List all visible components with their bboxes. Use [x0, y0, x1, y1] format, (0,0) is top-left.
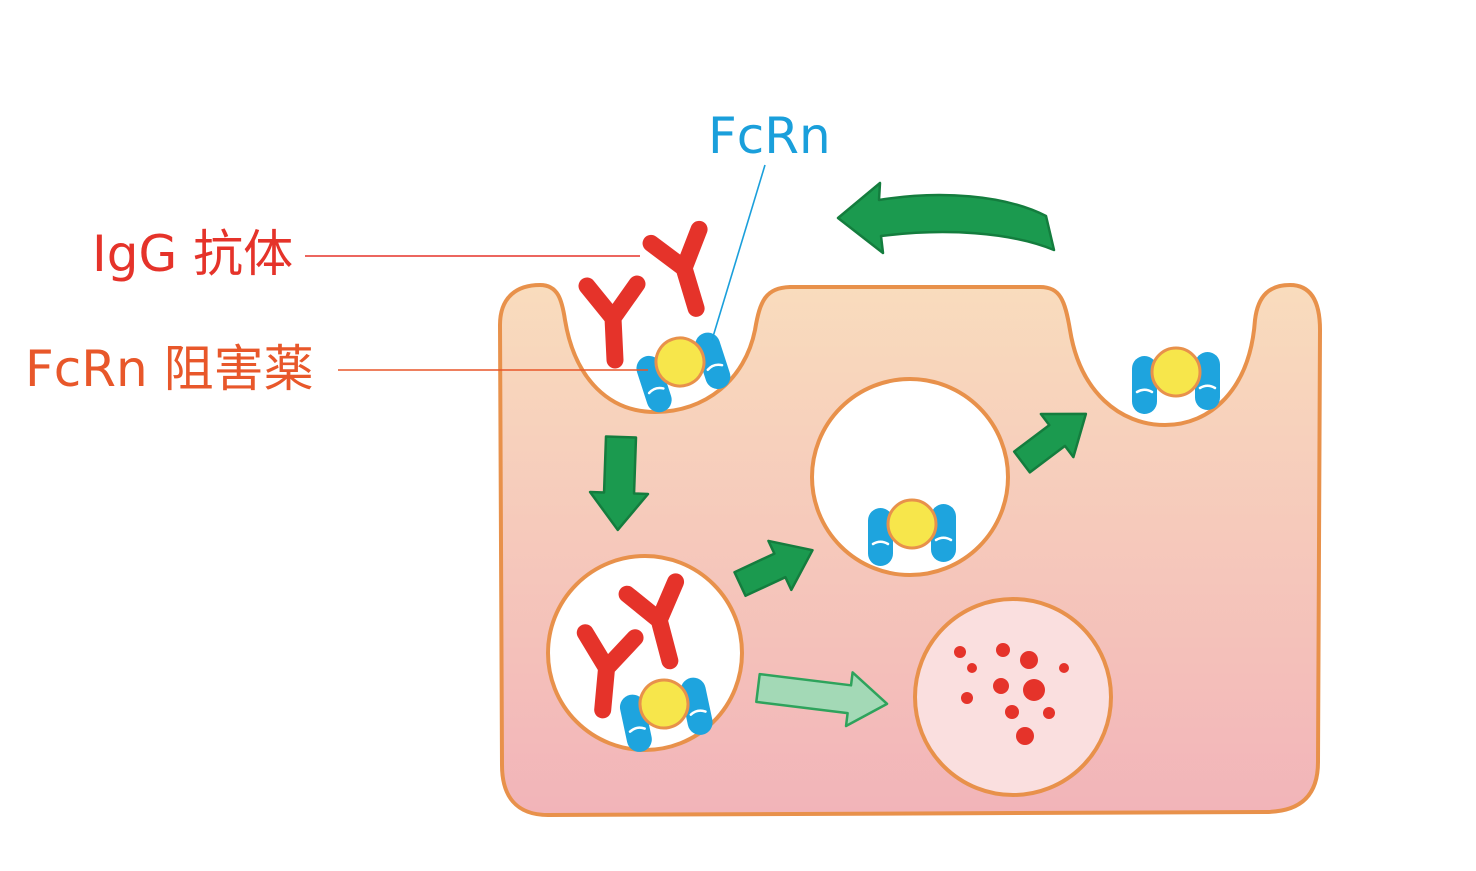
to-surface-arrow-icon — [1012, 412, 1088, 474]
recycle-arrow-icon — [836, 181, 1056, 255]
degraded-antibody-fragments — [954, 643, 1069, 745]
fragment-dot — [961, 692, 973, 704]
igg-antibody-label: IgG 抗体 — [92, 225, 293, 283]
fragment-dot — [1059, 663, 1069, 673]
fragment-dot — [993, 678, 1009, 694]
igg-antibody-icon-1 — [587, 284, 637, 360]
to-lysosome-arrow-icon — [755, 671, 889, 728]
to-recycling-arrow-icon — [733, 539, 814, 598]
fragment-dot — [1023, 679, 1045, 701]
fcrn-complex-returned — [1130, 346, 1222, 416]
fragment-dot — [1005, 705, 1019, 719]
fcrn-label: FcRn — [708, 107, 831, 165]
fragment-dot — [1020, 651, 1038, 669]
recycling-endosome — [810, 377, 1010, 577]
fragment-dot — [1016, 727, 1034, 745]
igg-antibody-icon-2 — [651, 229, 718, 315]
endocytosis-arrow-icon — [588, 435, 650, 532]
fragment-dot — [1043, 707, 1055, 719]
fragment-dot — [954, 646, 966, 658]
fragment-dot — [967, 663, 977, 673]
fcrn-blocker-label: FcRn 阻害薬 — [25, 340, 314, 398]
lysosome — [913, 597, 1113, 797]
fragment-dot — [996, 643, 1010, 657]
fcrn-leader-line — [711, 164, 766, 341]
